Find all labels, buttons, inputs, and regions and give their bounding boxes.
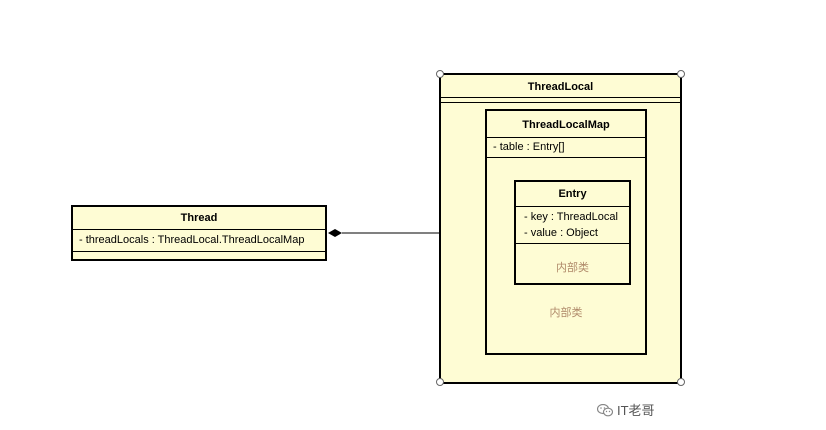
threadlocalmap-attribute-table: - table : Entry[] xyxy=(493,141,565,153)
threadlocalmap-title-separator xyxy=(487,137,645,138)
thread-attribute-separator xyxy=(73,251,325,252)
watermark-text: IT老哥 xyxy=(617,403,655,418)
resize-handle-top-left[interactable] xyxy=(436,70,444,78)
thread-attribute-threadlocals: - threadLocals : ThreadLocal.ThreadLocal… xyxy=(79,234,305,246)
threadlocalmap-attribute-separator xyxy=(487,157,645,158)
resize-handle-bottom-right[interactable] xyxy=(677,378,685,386)
entry-attribute-key: - key : ThreadLocal xyxy=(524,211,618,223)
entry-class[interactable]: Entry - key : ThreadLocal - value : Obje… xyxy=(514,180,631,285)
threadlocal-title-separator xyxy=(441,97,680,98)
entry-attribute-value: - value : Object xyxy=(524,227,598,239)
entry-class-title: Entry xyxy=(558,188,587,200)
wechat-icon xyxy=(597,404,613,417)
resize-handle-top-right[interactable] xyxy=(677,70,685,78)
thread-class[interactable]: Thread - threadLocals : ThreadLocal.Thre… xyxy=(71,205,327,261)
threadlocalmap-inner-class-note: 内部类 xyxy=(549,307,583,319)
thread-class-title: Thread xyxy=(180,212,218,224)
entry-inner-class-note: 内部类 xyxy=(556,262,589,274)
thread-title-separator xyxy=(73,229,325,230)
threadlocal-attribute-separator xyxy=(441,102,680,103)
entry-attribute-separator xyxy=(516,243,629,244)
threadlocal-class-title: ThreadLocal xyxy=(527,81,594,93)
resize-handle-bottom-left[interactable] xyxy=(436,378,444,386)
entry-title-separator xyxy=(516,206,629,207)
composition-diamond xyxy=(328,229,342,237)
watermark: IT老哥 xyxy=(597,400,655,419)
threadlocalmap-class-title: ThreadLocalMap xyxy=(522,119,610,131)
